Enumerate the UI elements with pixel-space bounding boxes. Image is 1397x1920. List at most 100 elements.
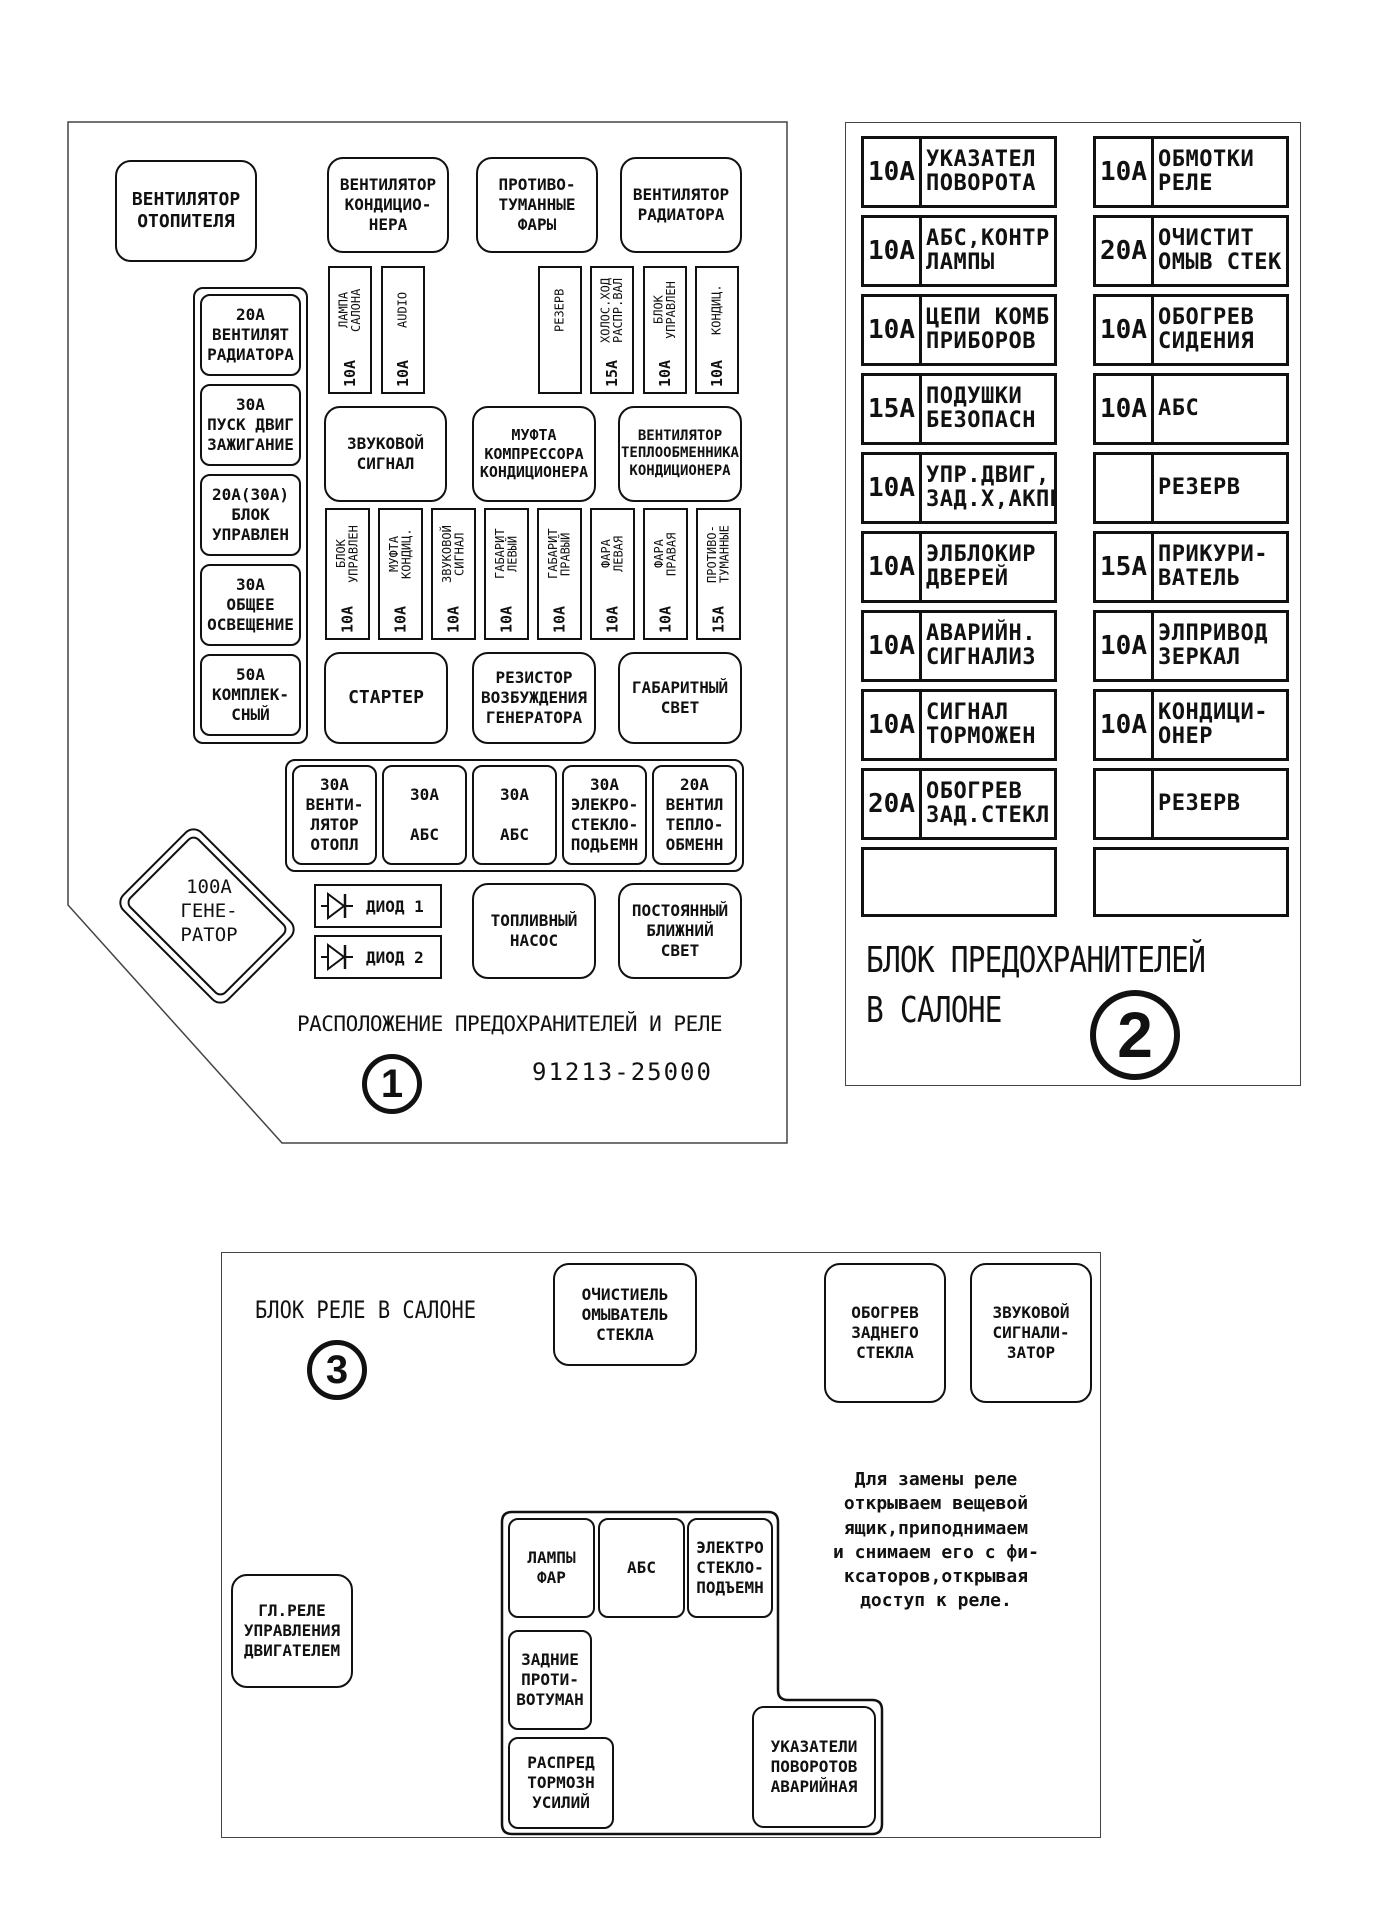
fuse-30a-abs-2: 30A АБС <box>472 765 557 865</box>
relay-ventilator-kondicionera: ВЕНТИЛЯТОР КОНДИЦИО- НЕРА <box>327 157 449 253</box>
relay-ventilator-teploobmennika: ВЕНТИЛЯТОР ТЕПЛООБМЕННИКА КОНДИЦИОНЕРА <box>618 406 742 502</box>
fuse2-text: ЭЛБЛОКИР ДВЕРЕЙ <box>926 541 1036 591</box>
panel-3-number: 3 <box>307 1340 367 1400</box>
diode-icon <box>321 943 353 971</box>
relay-lampy-far: ЛАМПЫ ФАР <box>508 1518 595 1618</box>
fuse2-amp: 10A <box>1096 297 1154 363</box>
fuse2-amp: 10A <box>864 534 922 600</box>
fuse2-text: ПОДУШКИ БЕЗОПАСН <box>926 383 1036 433</box>
relay-ventilator-radiatora: ВЕНТИЛЯТОР РАДИАТОРА <box>620 157 742 253</box>
fuse2-amp: 15A <box>1096 534 1154 600</box>
fuse2-amp: 20A <box>864 771 922 837</box>
fuse2-r5: РЕЗЕРВ <box>1093 452 1289 524</box>
relay-protivotumannye-fary: ПРОТИВО- ТУМАННЫЕ ФАРЫ <box>476 157 598 253</box>
panel-2-caption-line2: В САЛОНЕ <box>866 990 1002 1031</box>
relay-ochistitel-omyvatel: ОЧИСТИЕЛЬ ОМЫВАТЕЛЬ СТЕКЛА <box>553 1263 697 1366</box>
fuse-30a-elektrosteklopodemn: 30A ЭЛЕКРО- СТЕКЛО- ПОДЬЕМН <box>562 765 647 865</box>
fuse2-text: РЕЗЕРВ <box>1158 790 1241 816</box>
fuse2-amp: 10A <box>1096 692 1154 758</box>
fuse2-amp: 10A <box>864 218 922 284</box>
fuse2-text: ОБОГРЕВ СИДЕНИЯ <box>1158 304 1255 354</box>
fuse2-amp: 10A <box>864 692 922 758</box>
fuse2-r10-empty <box>1093 847 1289 917</box>
fuse2-text: КОНДИЦИ- ОНЕР <box>1158 699 1268 749</box>
relay-toplivnyy-nasos: ТОПЛИВНЫЙ НАСОС <box>472 883 596 979</box>
fuse2-r9: РЕЗЕРВ <box>1093 768 1289 840</box>
fuse-r2-fara-pravaya: ФАРА ПРАВАЯ 10A <box>643 508 688 640</box>
relay-replacement-note: Для замены реле открываем вещевой ящик,п… <box>833 1469 1039 1612</box>
relay-zadnie-protivotuman: ЗАДНИЕ ПРОТИ- ВОТУМАН <box>508 1630 592 1730</box>
fuse2-text: ОЧИСТИТ ОМЫВ СТЕК <box>1158 225 1282 275</box>
fuse2-text: ЦЕПИ КОМБ ПРИБОРОВ <box>926 304 1050 354</box>
fuse-100a-generator-label: 100A ГЕНЕ- РАТОР <box>180 876 238 946</box>
relay-starter: СТАРТЕР <box>324 652 448 744</box>
relay-raspred-tormozn: РАСПРЕД ТОРМОЗН УСИЛИЙ <box>508 1737 614 1829</box>
fuse-50a-kompleks: 50A КОМПЛЕК- СНЫЙ <box>200 654 301 736</box>
fuse-kondic: КОНДИЦ. 10A <box>695 266 739 394</box>
relay-elektrosteklopodemn: ЭЛЕКТРО СТЕКЛО- ПОДЪЕМН <box>687 1518 773 1618</box>
relay-ventilator-otopitelya: ВЕНТИЛЯТОР ОТОПИТЕЛЯ <box>115 160 257 262</box>
fuse2-l10-empty <box>861 847 1057 917</box>
relay-mufta-kompressora: МУФТА КОМПРЕССОРА КОНДИЦИОНЕРА <box>472 406 596 502</box>
fuse2-text: ОБМОТКИ РЕЛЕ <box>1158 146 1255 196</box>
relay-gl-rele: ГЛ.РЕЛЕ УПРАВЛЕНИЯ ДВИГАТЕЛЕМ <box>231 1574 353 1688</box>
relay-obogrev-zadnego: ОБОГРЕВ ЗАДНЕГО СТЕКЛА <box>824 1263 946 1403</box>
fuse-lampa-salona: ЛАМПА САЛОНА 10A <box>328 266 372 394</box>
fuse-30a-pusk: 30A ПУСК ДВИГ ЗАЖИГАНИЕ <box>200 384 301 466</box>
fuse2-amp: 10A <box>864 613 922 679</box>
relay-gabaritnyy-svet: ГАБАРИТНЫЙ СВЕТ <box>618 652 742 744</box>
relay-ukazateli-povorotov: УКАЗАТЕЛИ ПОВОРОТОВ АВАРИЙНАЯ <box>752 1706 876 1828</box>
panel-3 <box>221 1252 1101 1838</box>
fuse2-text: УКАЗАТЕЛ ПОВОРОТА <box>926 146 1036 196</box>
panel-2-caption-line1: БЛОК ПРЕДОХРАНИТЕЛЕЙ <box>866 940 1206 981</box>
left-fuse-stack <box>193 287 308 744</box>
relay-rezistor: РЕЗИСТОР ВОЗБУЖДЕНИЯ ГЕНЕРАТОРА <box>472 652 596 744</box>
panel-1-number: 1 <box>362 1054 422 1114</box>
fuse2-amp <box>1096 771 1154 837</box>
fuse-holos-hod: ХОЛОС.ХОД РАСПР.ВАЛ 15A <box>590 266 634 394</box>
fuse2-amp: 10A <box>1096 376 1154 442</box>
fuse2-amp: 15A <box>864 376 922 442</box>
fuse-blok-upravlen: БЛОК УПРАВЛЕН 10A <box>643 266 687 394</box>
fuse2-amp: 10A <box>864 455 922 521</box>
fuse-r2-mufta-kondic: МУФТА КОНДИЦ. 10A <box>378 508 423 640</box>
fuse-30a-ventilyator-otopl: 30A ВЕНТИ- ЛЯТОР ОТОПЛ <box>292 765 377 865</box>
fuse-30a-abs-1: 30A АБС <box>382 765 467 865</box>
fuse2-amp <box>1096 455 1154 521</box>
panel-2-number: 2 <box>1090 990 1180 1080</box>
fuse-r2-fara-levaya: ФАРА ЛЕВАЯ 10A <box>590 508 635 640</box>
fuse2-text: ЭЛПРИВОД ЗЕРКАЛ <box>1158 620 1268 670</box>
fuse2-text: АБС,КОНТР ЛАМПЫ <box>926 225 1050 275</box>
fuse-r2-blok-upravlen: БЛОК УПРАВЛЕН 10A <box>325 508 370 640</box>
fuse-20a-ventilyat: 20A ВЕНТИЛЯТ РАДИАТОРА <box>200 294 301 376</box>
fuse2-amp: 10A <box>1096 613 1154 679</box>
diode-2-label: ДИОД 2 <box>366 948 424 967</box>
fuse-audio: AUDIO 10A <box>381 266 425 394</box>
fuse-30a-obshee: 30A ОБЩЕЕ ОСВЕЩЕНИЕ <box>200 564 301 646</box>
panel-1-part-number: 91213-25000 <box>532 1058 713 1086</box>
diode-1: ДИОД 1 <box>314 884 442 928</box>
fuse-20a-ventil-teploobmenn: 20A ВЕНТИЛ ТЕПЛО- ОБМЕНН <box>652 765 737 865</box>
diode-1-label: ДИОД 1 <box>366 897 424 916</box>
relay-zvukovoy-signalizator: ЗВУКОВОЙ СИГНАЛИ- ЗАТОР <box>970 1263 1092 1403</box>
fuse2-text: СИГНАЛ ТОРМОЖЕН <box>926 699 1036 749</box>
fuse2-amp: 10A <box>1096 139 1154 205</box>
fuse2-text: УПР.ДВИГ, ЗАД.Х,АКПП <box>926 462 1054 512</box>
fuse-r2-gabarit-pravyy: ГАБАРИТ ПРАВЫЙ 10A <box>537 508 582 640</box>
relay-zvukovoy-signal: ЗВУКОВОЙ СИГНАЛ <box>324 406 447 502</box>
